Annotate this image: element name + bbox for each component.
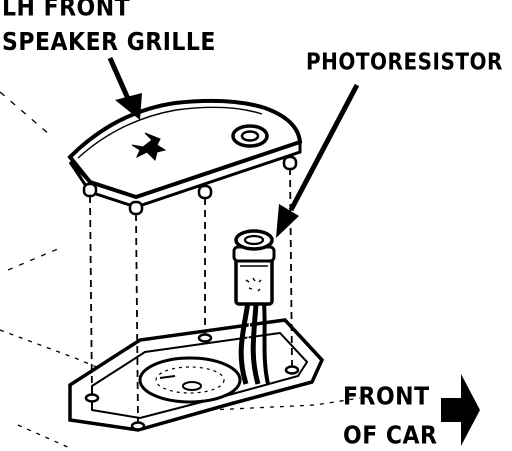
photoresistor: [232, 229, 276, 306]
grille-label-line1: LH FRONT: [2, 0, 131, 23]
arrow-down-left-icon: [276, 83, 360, 238]
photoresistor-label: PHOTORESISTOR: [306, 47, 503, 76]
photoresistor-callout: PHOTORESISTOR: [306, 50, 503, 73]
arrow-down-right-icon: [107, 56, 142, 120]
grille-callout: LH FRONT SPEAKER GRILLE: [2, 0, 216, 56]
alignment-lines: [89, 167, 293, 423]
grille-label-line2: SPEAKER GRILLE: [2, 28, 216, 57]
dashboard-surface: [0, 91, 361, 449]
mounting-opening: [68, 318, 325, 432]
front-label-line1: FRONT: [343, 382, 430, 412]
front-of-car-callout: FRONT OF CAR: [343, 382, 438, 451]
speaker-grille: [67, 98, 303, 216]
front-label-line2: OF CAR: [343, 421, 438, 451]
arrow-right-icon: [441, 374, 480, 446]
photoresistor-wires: [238, 301, 270, 385]
